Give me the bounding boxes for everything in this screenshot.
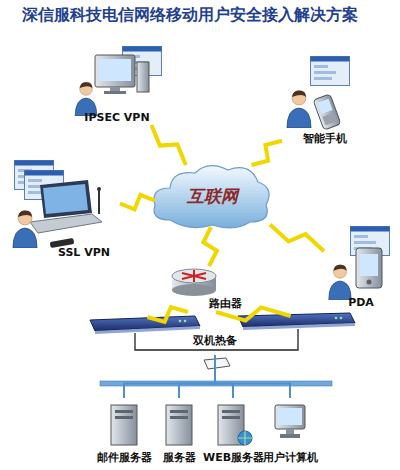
computer-node: 用户计算机 bbox=[262, 398, 318, 466]
server-icons-part bbox=[170, 410, 188, 413]
ssl-laptop-icon bbox=[13, 161, 102, 249]
lan-link bbox=[215, 355, 233, 398]
pda-node: PDA bbox=[324, 226, 396, 312]
firewall-pair-icon-part bbox=[340, 317, 343, 320]
router-icon bbox=[172, 269, 216, 296]
wireless-bolt bbox=[151, 125, 185, 165]
node-label: 邮件服务器 bbox=[95, 451, 153, 464]
firewall-pair-node: 双机热备 bbox=[80, 313, 350, 355]
lan-link bbox=[124, 355, 215, 398]
firewall-pair-icon-part bbox=[179, 320, 182, 323]
server-icons bbox=[111, 405, 305, 445]
switch-icon-part bbox=[204, 358, 230, 369]
node-label: 双机热备 bbox=[80, 334, 350, 347]
internet-cloud-part bbox=[154, 166, 269, 228]
ipsec-computer-icon-part bbox=[137, 62, 149, 92]
lan-bus bbox=[100, 381, 332, 386]
server-icons-part bbox=[238, 431, 252, 445]
server-icons-part bbox=[115, 410, 133, 413]
node-label: 智能手机 bbox=[290, 132, 360, 145]
firewall-pair-icon-part bbox=[243, 323, 355, 330]
ssl-laptop-icon-part bbox=[13, 210, 37, 248]
smartphone-node: 智能手机 bbox=[282, 58, 377, 148]
server-icons-part bbox=[166, 405, 192, 445]
internet-cloud-node: 互联网 bbox=[155, 165, 270, 227]
pda-icon-part bbox=[360, 254, 378, 276]
ipsec-computer-icon-part bbox=[104, 91, 126, 94]
server-icons-part bbox=[286, 429, 294, 434]
pda-icon bbox=[329, 227, 390, 300]
node-label: IPSEC VPN bbox=[72, 111, 162, 124]
node-label: 互联网 bbox=[155, 186, 270, 206]
server-icons-part bbox=[115, 416, 133, 419]
node-label: SSL VPN bbox=[50, 246, 118, 259]
ssl-laptop-icon-part bbox=[40, 180, 92, 218]
ssl-vpn-node: SSL VPN bbox=[8, 158, 120, 258]
server-node: 邮件服务器 bbox=[95, 398, 153, 466]
smartphone-icon-part-part bbox=[322, 113, 336, 126]
node-label: 服务器 bbox=[157, 451, 201, 464]
router-icon-part bbox=[172, 284, 216, 296]
router-icon-part bbox=[172, 269, 216, 283]
wireless-bolt bbox=[270, 225, 324, 252]
wireless-bolt bbox=[148, 307, 291, 322]
node-label: 路由器 bbox=[202, 297, 248, 310]
ssl-laptop-icon-part bbox=[30, 214, 102, 233]
wireless-bolt bbox=[120, 195, 155, 210]
ipsec-computer-icon bbox=[75, 47, 161, 117]
lan-link bbox=[215, 355, 290, 398]
wireless-bolt bbox=[252, 141, 283, 165]
pda-icon-part bbox=[329, 265, 351, 300]
smartphone-icon-part-part bbox=[313, 94, 341, 130]
ssl-laptop-icon-part bbox=[43, 184, 88, 214]
lan-bus-part bbox=[100, 381, 332, 386]
server-icons-part bbox=[222, 416, 240, 419]
ssl-laptop-icon-part bbox=[97, 187, 101, 191]
ipsec-computer-icon-part bbox=[99, 59, 131, 81]
smartphone-icon-part bbox=[313, 94, 341, 130]
server-icons-part bbox=[238, 431, 252, 445]
server-icons-part bbox=[280, 434, 300, 438]
firewall-pair-icon-part bbox=[95, 326, 200, 334]
router-icon-part bbox=[193, 270, 195, 282]
server-icons-part bbox=[170, 416, 188, 419]
node-label: PDA bbox=[336, 296, 386, 309]
server-icons-part bbox=[278, 408, 302, 425]
firewall-pair-icon-part bbox=[335, 317, 338, 320]
server-icons-part bbox=[111, 405, 137, 445]
diagram-title: 深信服科技电信网络移动用户安全接入解决方案 bbox=[22, 5, 392, 25]
server-icons-part bbox=[222, 410, 240, 413]
internet-cloud bbox=[154, 166, 269, 228]
router-node: 路由器 bbox=[168, 266, 248, 312]
smartphone-icon-part-part bbox=[317, 99, 332, 114]
node-label: WEB服务器 bbox=[203, 451, 263, 464]
server-node: 服务器 bbox=[157, 398, 201, 466]
smartphone-icon bbox=[287, 57, 350, 131]
smartphone-icon-part bbox=[287, 90, 311, 128]
pda-icon-part bbox=[356, 248, 382, 288]
lan-link bbox=[179, 355, 215, 398]
ipsec-computer-icon-part bbox=[75, 82, 97, 116]
ssl-laptop-icon-part bbox=[98, 190, 100, 214]
pda-icon-part bbox=[367, 280, 372, 285]
ipsec-vpn-node: IPSEC VPN bbox=[72, 45, 162, 125]
server-icons-part bbox=[275, 405, 305, 429]
firewall-pair-icon-part bbox=[184, 320, 187, 323]
server-node: WEB服务器 bbox=[203, 398, 263, 466]
ipsec-computer-icon-part bbox=[95, 55, 135, 87]
wireless-bolt bbox=[203, 227, 217, 266]
smartphone-icon-part bbox=[311, 57, 350, 86]
node-label: 用户计算机 bbox=[262, 451, 318, 464]
switch-icon bbox=[204, 358, 230, 369]
